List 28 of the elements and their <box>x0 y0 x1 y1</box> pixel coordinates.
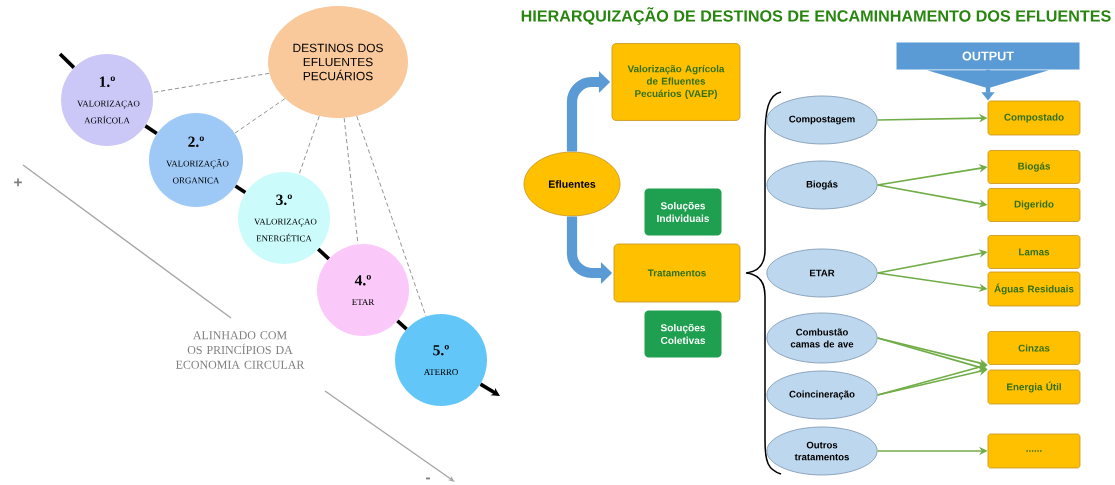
diagram-title: HIERARQUIZAÇÃO DE DESTINOS DE ENCAMINHAMENTO DOS EFLUENTES <box>521 7 1111 25</box>
dashed-line <box>234 98 286 134</box>
process-box: Tratamentos <box>613 243 741 303</box>
output-box: ...... <box>987 433 1081 469</box>
connector-line <box>234 184 247 195</box>
output-box: Lamas <box>987 235 1081 269</box>
connector-line <box>396 319 408 331</box>
dashed-line <box>343 117 359 245</box>
output-box: Compostado <box>987 100 1081 136</box>
solution-box: Soluções Coletivas <box>644 310 722 358</box>
output-box: Águas Residuais <box>987 271 1081 307</box>
output-box: Energia Útil <box>987 369 1081 405</box>
arrow <box>479 382 500 396</box>
node-label: OUTPUT <box>962 51 1014 61</box>
plus-sign: + <box>14 178 22 187</box>
connector-line <box>316 247 331 261</box>
output-box: Biogás <box>987 150 1081 184</box>
process-box: Valorização Agrícola de Efluentes Pecuários (VAEP) <box>611 43 741 121</box>
minus-sign: - <box>426 477 430 480</box>
connector-line <box>144 124 158 136</box>
output-box: Cinzas <box>987 331 1081 365</box>
connector-line <box>58 52 76 69</box>
dashed-line <box>356 115 427 317</box>
dashed-line <box>298 115 320 175</box>
output-box: Digerido <box>987 188 1081 222</box>
note-text: ALINHADO COM OS PRINCÍPIOS DA ECONOMIA CIRCULAR <box>175 331 305 369</box>
solution-box: Soluções Individuais <box>644 188 722 236</box>
dashed-line <box>152 72 270 93</box>
